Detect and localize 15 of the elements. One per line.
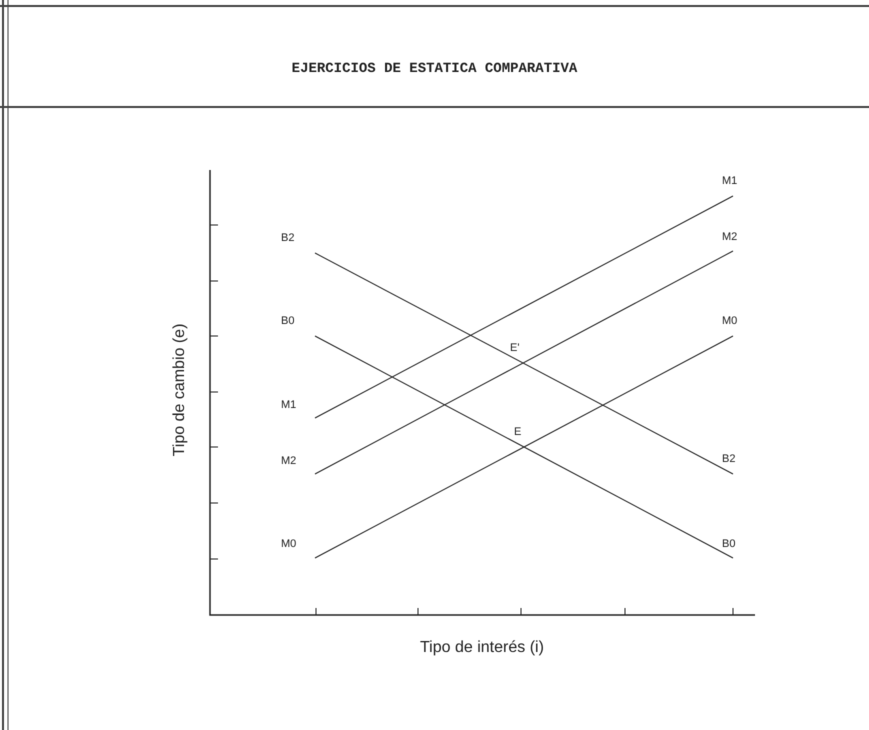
line-label: M2 xyxy=(281,456,296,467)
line-label: B0 xyxy=(722,539,736,550)
line-label: M0 xyxy=(722,316,738,327)
axis-title: Tipo de cambio (e) xyxy=(172,324,188,456)
line-label: M1 xyxy=(722,176,738,187)
point-label: E xyxy=(514,427,522,438)
page-title: EJERCICIOS DE ESTATICA COMPARATIVA xyxy=(290,62,578,76)
line-label: B2 xyxy=(722,454,736,465)
axis-title: Tipo de interés (i) xyxy=(420,640,544,656)
line-label: B2 xyxy=(281,233,294,244)
line-label: M2 xyxy=(722,232,738,243)
line-label: B0 xyxy=(281,316,294,327)
line-label: M1 xyxy=(281,400,296,411)
point-label: E' xyxy=(510,343,520,354)
line-label: M0 xyxy=(281,539,296,550)
